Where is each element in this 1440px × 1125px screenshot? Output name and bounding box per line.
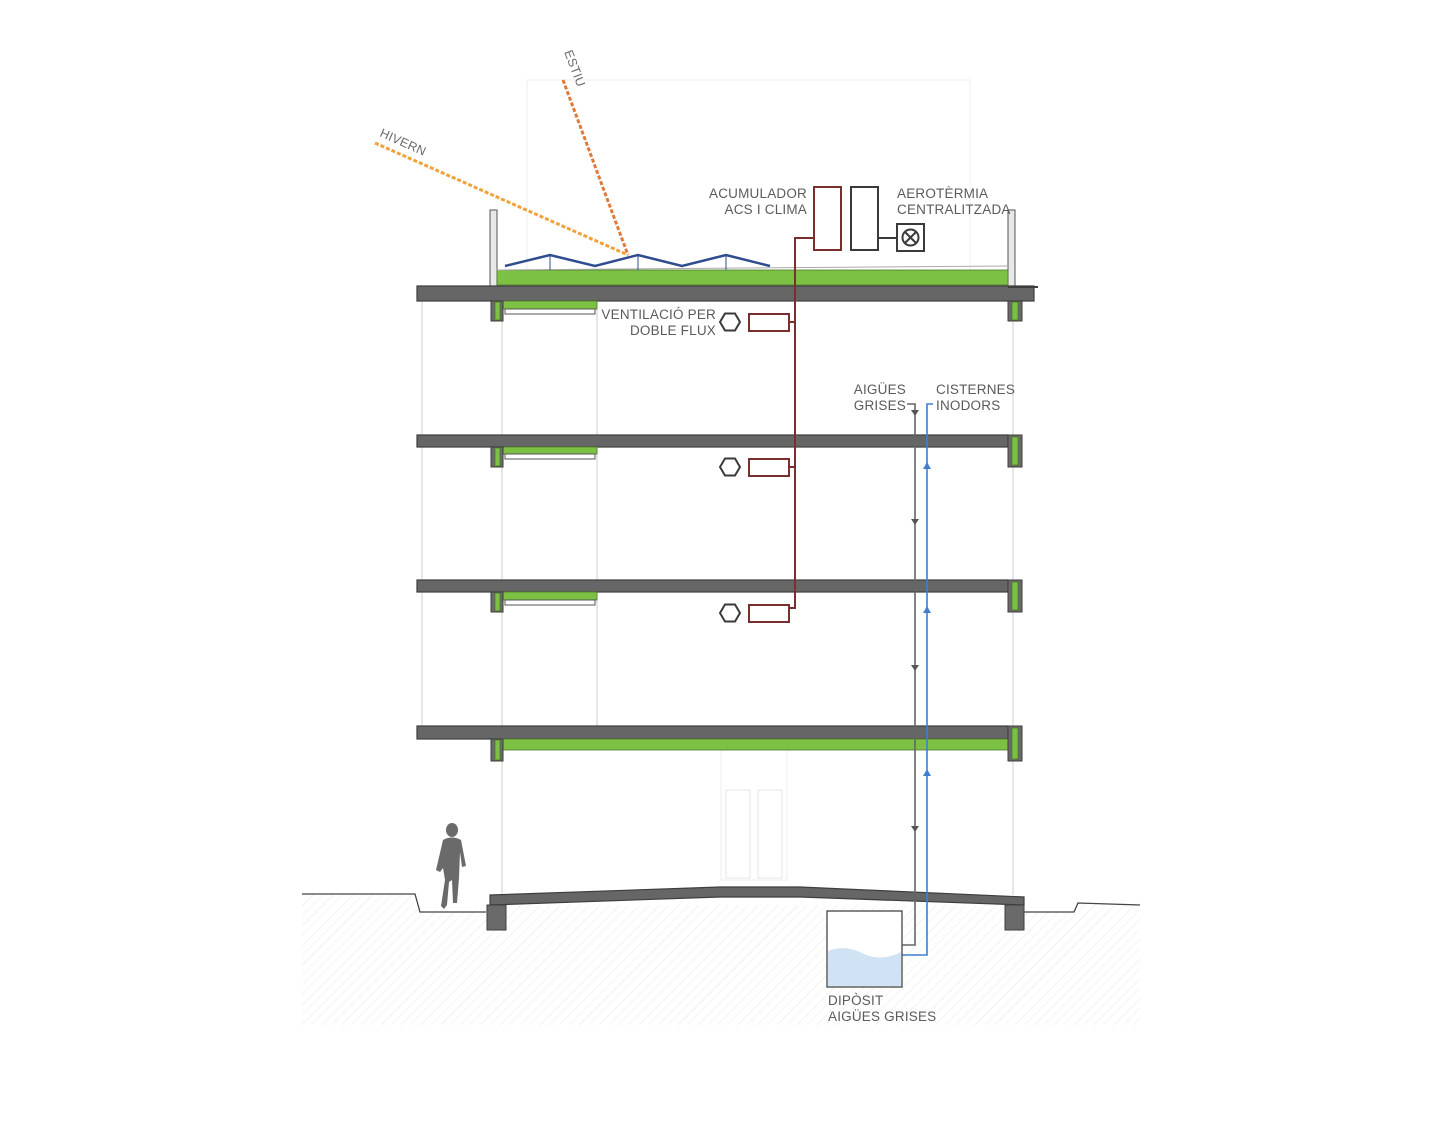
slab-level-3 [416,434,1009,448]
label-aigues-grises: AIGÜES GRISES [828,1009,936,1024]
ventilation-unit-floor-3 [718,312,790,332]
label-grey-water: AIGÜES GRISES [854,382,906,413]
label-centralitzada: CENTRALITZADA [897,202,1011,217]
slab-level-1 [416,725,1009,740]
label-cisterns: CISTERNES INODORS [936,382,1015,413]
parapet-right [1007,209,1016,289]
label-accumulator: ACUMULADOR ACS I CLIMA [709,186,807,217]
roof-insulation [496,269,1009,286]
label-inodors: INODORS [936,398,1000,413]
heat-pump-unit [850,186,879,251]
slab-level-2 [416,579,1009,593]
label-acs-clima: ACS I CLIMA [725,202,807,217]
label-cisternes: CISTERNES [936,382,1015,397]
ventilation-unit-floor-2 [718,457,790,477]
label-ventilacio: VENTILACIÓ PER [601,307,716,322]
summer-sun-ray [561,79,630,256]
parapet-left [489,209,498,289]
grey-water-pipe [902,403,919,946]
solar-panels [504,253,771,270]
ground-floor-door [720,749,788,881]
label-aerotermia: AEROTÈRMIA [897,186,988,201]
winter-sun-ray [374,141,629,257]
accumulator-tank [813,186,842,251]
ventilation-unit-floor-1 [718,603,790,623]
column-heads [486,300,1025,931]
label-grises: GRISES [854,398,906,413]
label-aerothermal: AEROTÈRMIA CENTRALITZADA [897,186,1011,217]
lintels [496,300,1009,751]
label-doble-flux: DOBLE FLUX [630,323,716,338]
roof-slab [416,285,1035,302]
grey-water-tank [826,910,903,988]
label-ventilation: VENTILACIÓ PER DOBLE FLUX [601,307,716,338]
ground-slab [489,886,1025,906]
hexagon-fan-icon [718,457,742,477]
aerothermal-fan-icon [896,223,925,252]
label-tank: DIPÒSIT AIGÜES GRISES [828,993,936,1024]
label-hivern: HIVERN [378,126,428,159]
label-acumulador: ACUMULADOR [709,186,807,201]
label-aigues: AIGÜES [854,382,906,397]
cistern-water-pipe [902,403,933,956]
person-silhouette-icon [436,823,466,909]
label-diposit: DIPÒSIT [828,993,883,1008]
hexagon-fan-icon [718,312,742,332]
hexagon-fan-icon [718,603,742,623]
